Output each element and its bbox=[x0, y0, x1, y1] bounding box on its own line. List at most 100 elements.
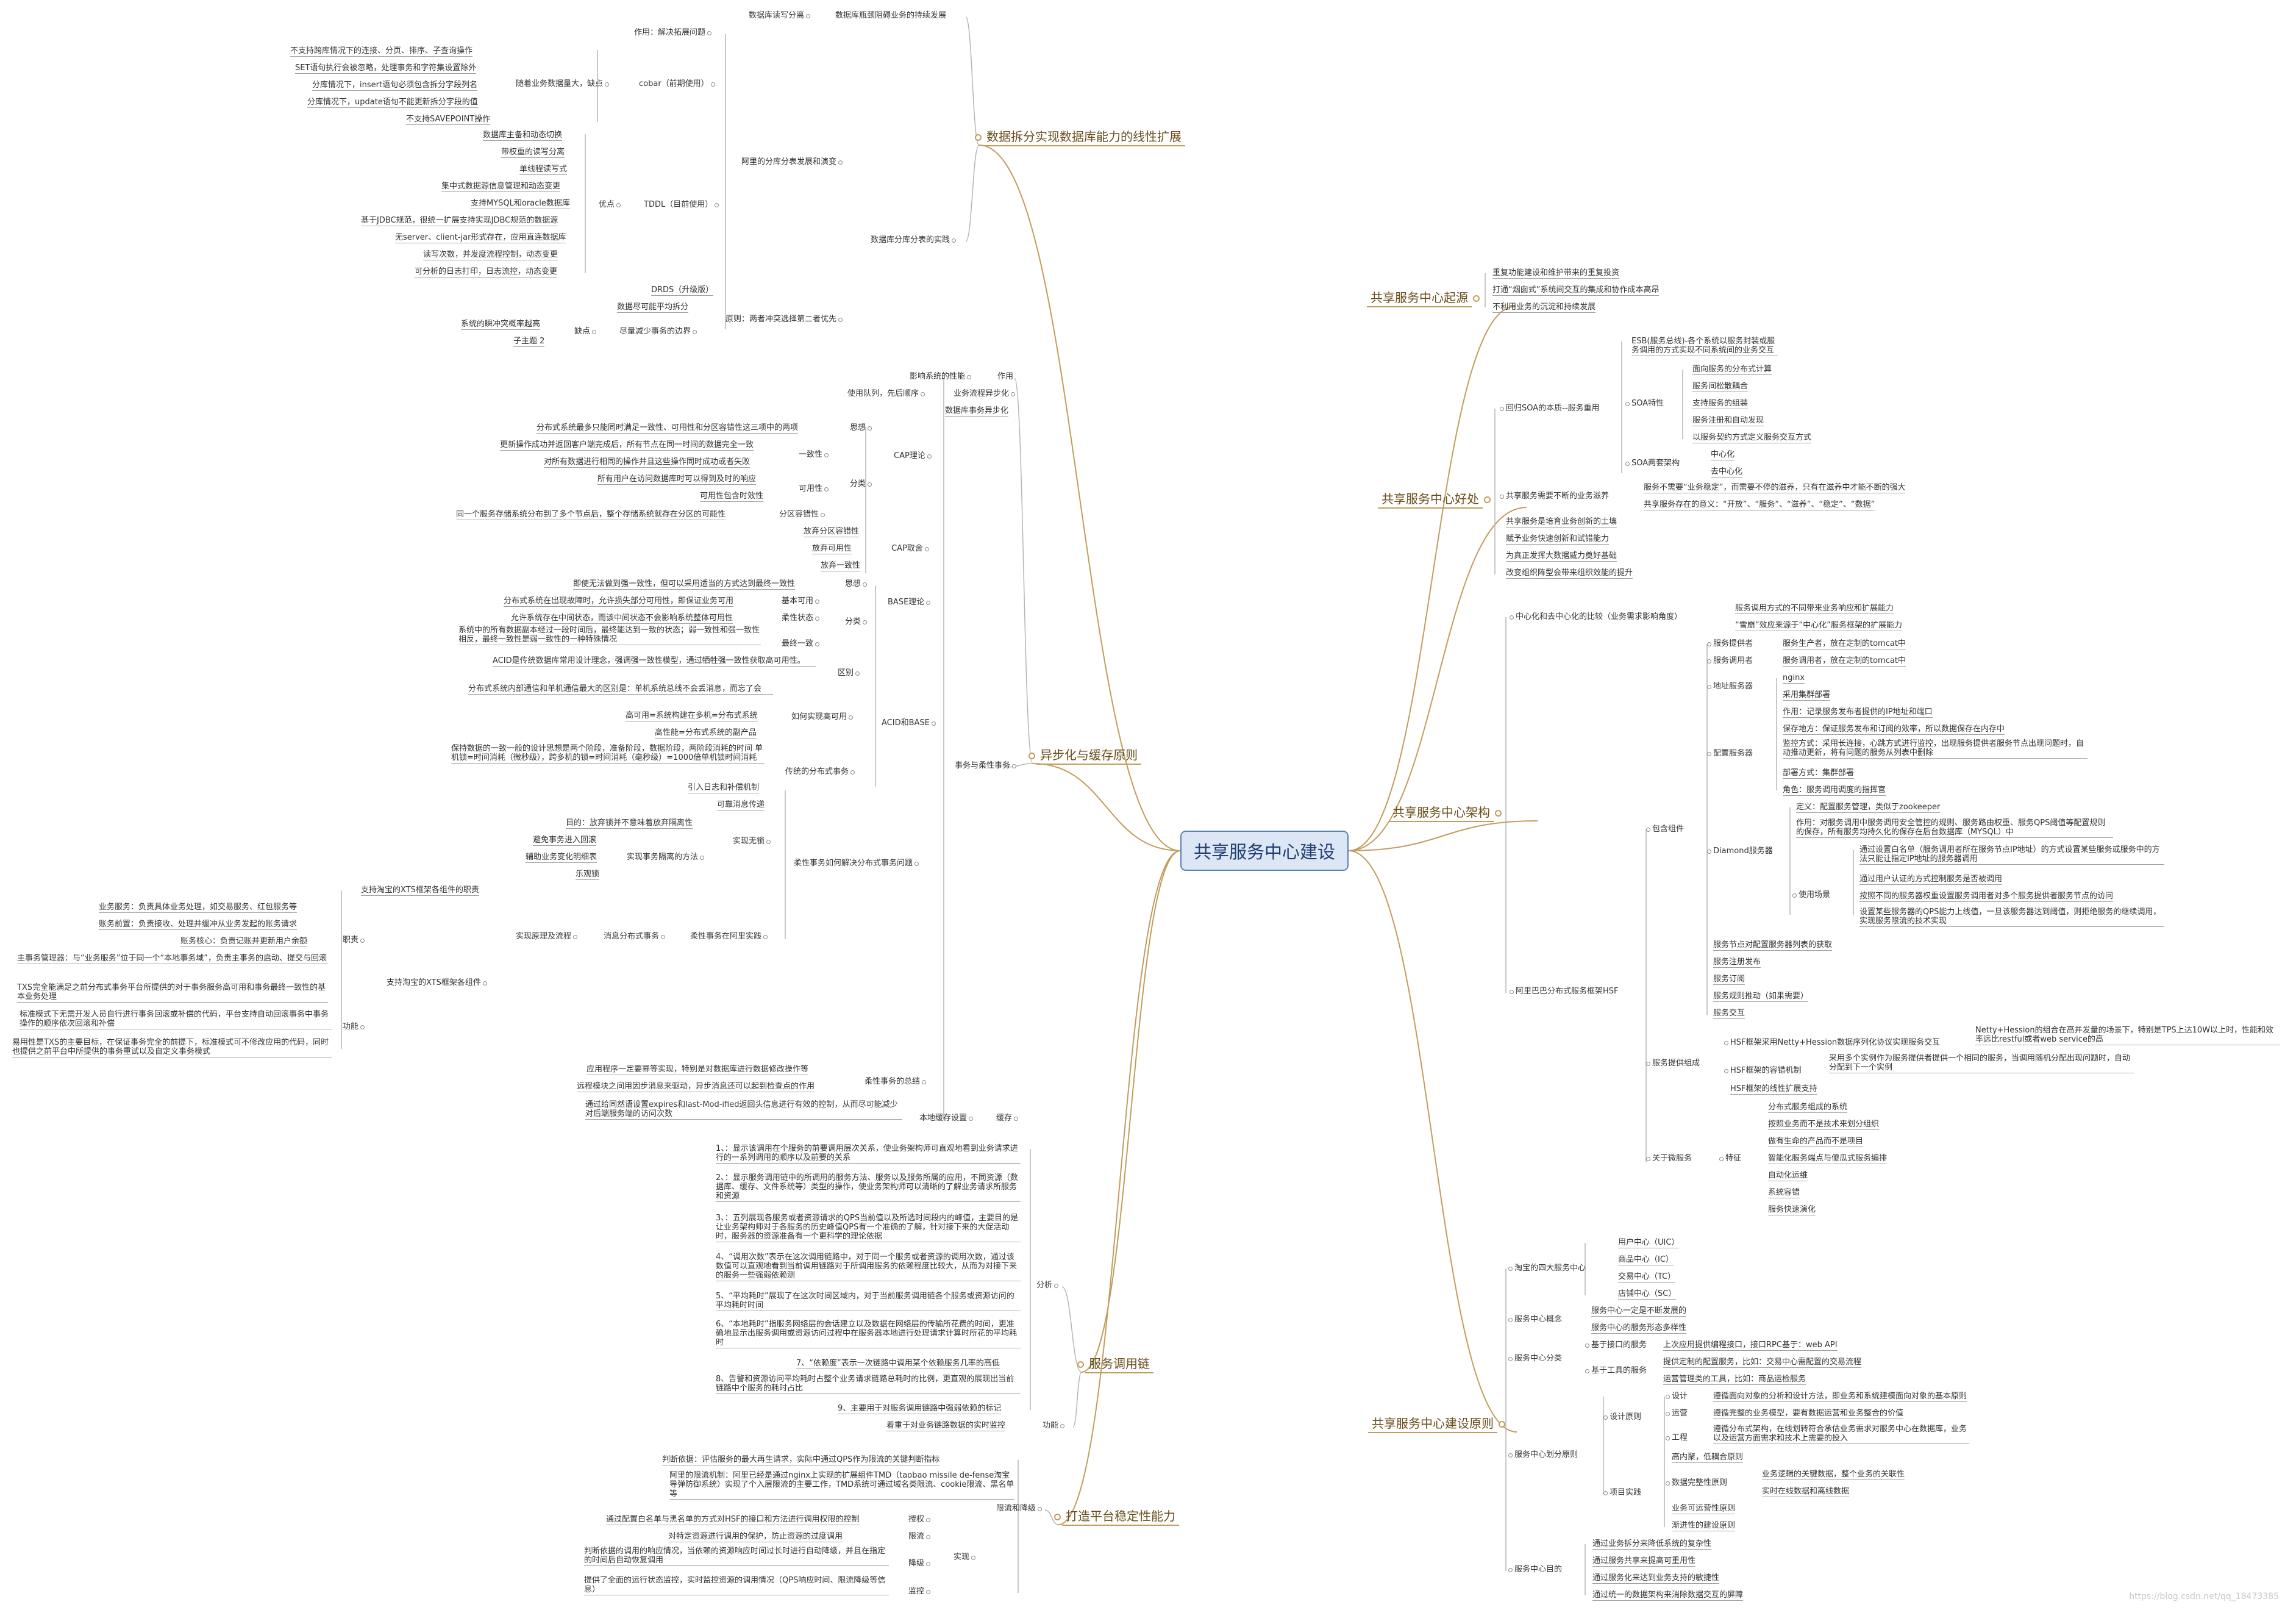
n75[interactable]: 实现无锁 bbox=[733, 837, 771, 846]
n99[interactable]: 本地缓存设置 bbox=[919, 1114, 974, 1123]
n67[interactable]: 如何实现高可用 bbox=[791, 712, 854, 721]
n128[interactable]: 回归SOA的本质--服务重用 bbox=[1500, 404, 1600, 413]
branch-async-cache[interactable]: 异步化与缓存原则 bbox=[1029, 746, 1141, 765]
n56[interactable]: 分类 bbox=[845, 617, 868, 626]
n207[interactable]: 设计原则 bbox=[1603, 1412, 1642, 1422]
n210[interactable]: 运营 bbox=[1665, 1409, 1688, 1418]
n119[interactable]: 限流 bbox=[908, 1532, 931, 1541]
n118[interactable]: 实现 bbox=[954, 1553, 976, 1562]
branch-origin[interactable]: 共享服务中心起源 bbox=[1367, 289, 1480, 307]
n111[interactable]: 功能 bbox=[1043, 1421, 1065, 1430]
branch-benefits[interactable]: 共享服务中心好处 bbox=[1378, 490, 1491, 509]
n14[interactable]: 优点 bbox=[599, 200, 621, 209]
n36[interactable]: 事务与柔性事务 bbox=[955, 761, 1017, 770]
n81[interactable]: 柔性事务在阿里实践 bbox=[690, 932, 768, 941]
n130[interactable]: SOA特性 bbox=[1625, 399, 1664, 408]
n208[interactable]: 设计 bbox=[1665, 1392, 1688, 1401]
n153[interactable]: 服务调用者 bbox=[1706, 656, 1753, 665]
n25[interactable]: 原则：两者冲突选择第二者优先 bbox=[726, 315, 843, 324]
n37[interactable]: CAP理论 bbox=[894, 451, 932, 460]
n158[interactable]: 配置服务器 bbox=[1706, 749, 1753, 758]
n101[interactable]: 分析 bbox=[1036, 1281, 1059, 1290]
n13[interactable]: TDDL（目前使用） bbox=[644, 200, 719, 209]
branch-stability[interactable]: 打造平台稳定性能力 bbox=[1054, 1508, 1179, 1526]
n59[interactable]: 柔性状态 bbox=[782, 614, 820, 623]
n78[interactable]: 实现事务隔离的方法 bbox=[627, 853, 705, 862]
n121[interactable]: 降级 bbox=[908, 1559, 931, 1568]
n71: 保持数据的一致一般的设计思想是两个阶段，准备阶段，数据阶段，两阶段消耗的时间 单… bbox=[451, 744, 765, 764]
branch-data-split[interactable]: 数据拆分实现数据库能力的线性扩展 bbox=[975, 128, 1185, 146]
n7[interactable]: cobar（前期使用） bbox=[639, 79, 715, 88]
n61[interactable]: 最终一致 bbox=[782, 639, 820, 648]
n209: 遵循面向对象的分析和设计方法，即业务和系统建模面向对象的基本原则 bbox=[1713, 1392, 1967, 1402]
n49[interactable]: CAP取舍 bbox=[891, 544, 929, 553]
n166: 作用：对服务调用中服务调用安全管控的规则、服务路由权重、服务QPS阈值等配置规则… bbox=[1796, 818, 2113, 838]
n139[interactable]: 共享服务需要不断的业务滋养 bbox=[1499, 492, 1610, 501]
n70[interactable]: 传统的分布式事务 bbox=[785, 767, 855, 776]
n185[interactable]: 特征 bbox=[1719, 1154, 1742, 1163]
n38[interactable]: 思想 bbox=[850, 423, 872, 432]
n63[interactable]: ACID和BASE bbox=[882, 718, 936, 728]
n28[interactable]: 缺点 bbox=[574, 327, 597, 336]
n167[interactable]: 使用场景 bbox=[1792, 890, 1831, 900]
n33[interactable]: 使用队列，先后顺序 bbox=[847, 389, 925, 398]
n144: 为真正发挥大数据威力奠好基础 bbox=[1506, 551, 1617, 562]
n183[interactable]: 关于微服务 bbox=[1645, 1154, 1692, 1163]
n57[interactable]: 基本可用 bbox=[782, 596, 820, 606]
n89: 主事务管理器：与“业务服务”位于同一个“本地事务域”，负责主事务的启动、提交与回… bbox=[17, 954, 328, 964]
n85[interactable]: 职责 bbox=[343, 936, 365, 945]
n203[interactable]: 基于工具的服务 bbox=[1585, 1366, 1647, 1375]
n155[interactable]: 地址服务器 bbox=[1706, 682, 1753, 691]
n151[interactable]: 服务提供者 bbox=[1706, 639, 1753, 648]
n197[interactable]: 服务中心概念 bbox=[1508, 1315, 1563, 1324]
n72[interactable]: 柔性事务如何解决分布式事务问题 bbox=[794, 859, 919, 868]
n34[interactable]: 业务流程异步化 bbox=[954, 389, 1016, 398]
n113[interactable]: 限流和降级 bbox=[996, 1504, 1043, 1513]
n83[interactable]: 实现原理及流程 bbox=[516, 932, 578, 941]
n4[interactable]: 数据库分库分表的实践 bbox=[871, 235, 957, 245]
n150[interactable]: 包含组件 bbox=[1645, 825, 1685, 834]
n31[interactable]: 影响系统的性能 bbox=[910, 372, 972, 381]
n178[interactable]: HSF框架采用Netty+Hession数据序列化协议实现服务交互 bbox=[1724, 1038, 1941, 1047]
n41[interactable]: 一致性 bbox=[799, 450, 829, 459]
n222: 通过业务拆分来降低系统的复杂性 bbox=[1592, 1539, 1712, 1550]
n108: 7、“依赖度”表示一次链路中调用某个依赖服务几率的高低 bbox=[796, 1359, 1000, 1369]
branch-service-call-chain[interactable]: 服务调用链 bbox=[1077, 1355, 1153, 1373]
n200[interactable]: 服务中心分类 bbox=[1508, 1354, 1563, 1363]
n98[interactable]: 缓存 bbox=[996, 1114, 1019, 1123]
n164[interactable]: Diamond服务器 bbox=[1707, 846, 1773, 856]
n149[interactable]: 阿里巴巴分布式服务框架HSF bbox=[1510, 987, 1619, 996]
n27[interactable]: 尽量减少事务的边界 bbox=[619, 327, 697, 336]
n192[interactable]: 淘宝的四大服务中心 bbox=[1508, 1264, 1586, 1273]
n44[interactable]: 可用性 bbox=[799, 484, 829, 493]
n177[interactable]: 服务提供组成 bbox=[1645, 1059, 1700, 1068]
n64[interactable]: 区别 bbox=[838, 668, 860, 678]
n136[interactable]: SOA两套架构 bbox=[1625, 459, 1680, 468]
n188: 智能化服务端点与傻瓜式服务编排 bbox=[1768, 1154, 1888, 1164]
n47[interactable]: 分区容错性 bbox=[779, 510, 825, 519]
n1[interactable]: 数据库读写分离 bbox=[749, 11, 811, 20]
n40[interactable]: 分类 bbox=[850, 479, 872, 488]
n221[interactable]: 服务中心目的 bbox=[1508, 1565, 1563, 1574]
n123[interactable]: 监控 bbox=[908, 1587, 931, 1596]
n206[interactable]: 服务中心划分原则 bbox=[1508, 1450, 1578, 1459]
n6[interactable]: 随着业务数据量大，缺点 bbox=[516, 79, 610, 88]
n82[interactable]: 消息分布式事务 bbox=[604, 932, 666, 941]
n216[interactable]: 数据完整性原则 bbox=[1665, 1478, 1728, 1487]
branch-principles[interactable]: 共享服务中心建设原则 bbox=[1368, 1415, 1505, 1433]
n180[interactable]: HSF框架的容错机制 bbox=[1724, 1066, 1802, 1075]
n54[interactable]: 思想 bbox=[845, 579, 868, 589]
n214[interactable]: 项目实践 bbox=[1603, 1488, 1642, 1497]
n5[interactable]: 阿里的分库分表发展和演变 bbox=[741, 157, 843, 166]
branch-architecture[interactable]: 共享服务中心架构 bbox=[1389, 804, 1502, 822]
central-topic[interactable]: 共享服务中心建设 bbox=[1180, 831, 1349, 871]
n201[interactable]: 基于接口的服务 bbox=[1585, 1340, 1647, 1350]
n92[interactable]: 功能 bbox=[343, 1022, 365, 1031]
n90[interactable]: 支持淘宝的XTS框架各组件 bbox=[387, 978, 487, 987]
n95[interactable]: 柔性事务的总结 bbox=[865, 1077, 927, 1086]
n53[interactable]: BASE理论 bbox=[888, 598, 931, 607]
n212[interactable]: 工程 bbox=[1665, 1433, 1688, 1442]
n146[interactable]: 中心化和去中心化的比较（业务需求影响角度） bbox=[1509, 612, 1683, 621]
n116[interactable]: 授权 bbox=[908, 1515, 931, 1524]
n3[interactable]: 作用：解决拓展问题 bbox=[634, 28, 712, 37]
